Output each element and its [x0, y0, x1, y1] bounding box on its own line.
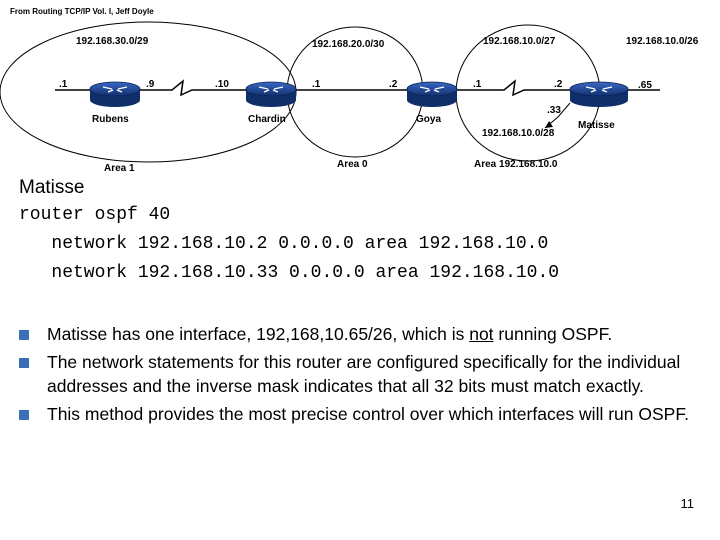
interface-label: .1 [59, 79, 68, 90]
bullet-item: Matisse has one interface, 192,168,10.65… [19, 322, 699, 346]
loopback-arrowhead [545, 121, 553, 128]
router-chardin-icon [245, 81, 297, 107]
bullet-square-icon [19, 358, 29, 368]
source-note: From Routing TCP/IP Vol. I, Jeff Doyle [10, 7, 154, 16]
router-name-heading: Matisse [19, 177, 85, 198]
router-name-chardin: Chardin [248, 114, 286, 125]
bullet-text: Matisse has one interface, 192,168,10.65… [47, 324, 470, 344]
config-line: router ospf 40 [19, 205, 171, 225]
subnet-label-chardin-goya: 192.168.20.0/30 [312, 39, 385, 50]
router-name-goya: Goya [416, 114, 441, 125]
interface-label: .33 [547, 105, 561, 116]
area-label-192: Area 192.168.10.0 [474, 159, 558, 170]
bullet-square-icon [19, 410, 29, 420]
subnet-label-rubens-chardin: 192.168.30.0/29 [76, 36, 149, 47]
link-rubens-chardin [140, 79, 247, 97]
interface-label: .65 [638, 80, 652, 91]
page-number: 11 [680, 496, 695, 511]
subnet-label-goya-matisse: 192.168.10.0/27 [483, 36, 556, 47]
ospf-network-diagram: From Routing TCP/IP Vol. I, Jeff Doyle 1… [0, 7, 699, 174]
link-goya-matisse [456, 79, 570, 97]
subnet-label-matisse-loop: 192.168.10.0/28 [482, 128, 555, 139]
bullet-text: The network statements for this router a… [47, 352, 681, 396]
area-label-0: Area 0 [337, 159, 368, 170]
interface-label: .1 [312, 79, 321, 90]
interface-label: .1 [473, 79, 482, 90]
router-name-matisse: Matisse [578, 120, 615, 131]
config-line: network 192.168.10.2 0.0.0.0 area 192.16… [19, 234, 549, 254]
router-matisse-icon [569, 81, 629, 107]
router-goya-icon [406, 81, 458, 107]
bullet-item: This method provides the most precise co… [19, 402, 699, 426]
bullet-item: The network statements for this router a… [19, 350, 699, 398]
interface-label: .2 [389, 79, 398, 90]
bullet-square-icon [19, 330, 29, 340]
interface-label: .2 [554, 79, 563, 90]
area-label-1: Area 1 [104, 163, 135, 174]
router-name-rubens: Rubens [92, 114, 129, 125]
config-line: network 192.168.10.33 0.0.0.0 area 192.1… [19, 263, 560, 283]
bullet-emphasis: not [469, 324, 494, 344]
bullet-list: Matisse has one interface, 192,168,10.65… [19, 322, 699, 430]
subnet-label-matisse-lan: 192.168.10.0/26 [626, 36, 699, 47]
bullet-text: This method provides the most precise co… [47, 404, 689, 424]
bullet-text: running OSPF. [493, 324, 613, 344]
interface-label: .9 [146, 79, 155, 90]
interface-label: .10 [215, 79, 229, 90]
router-rubens-icon [89, 81, 141, 107]
